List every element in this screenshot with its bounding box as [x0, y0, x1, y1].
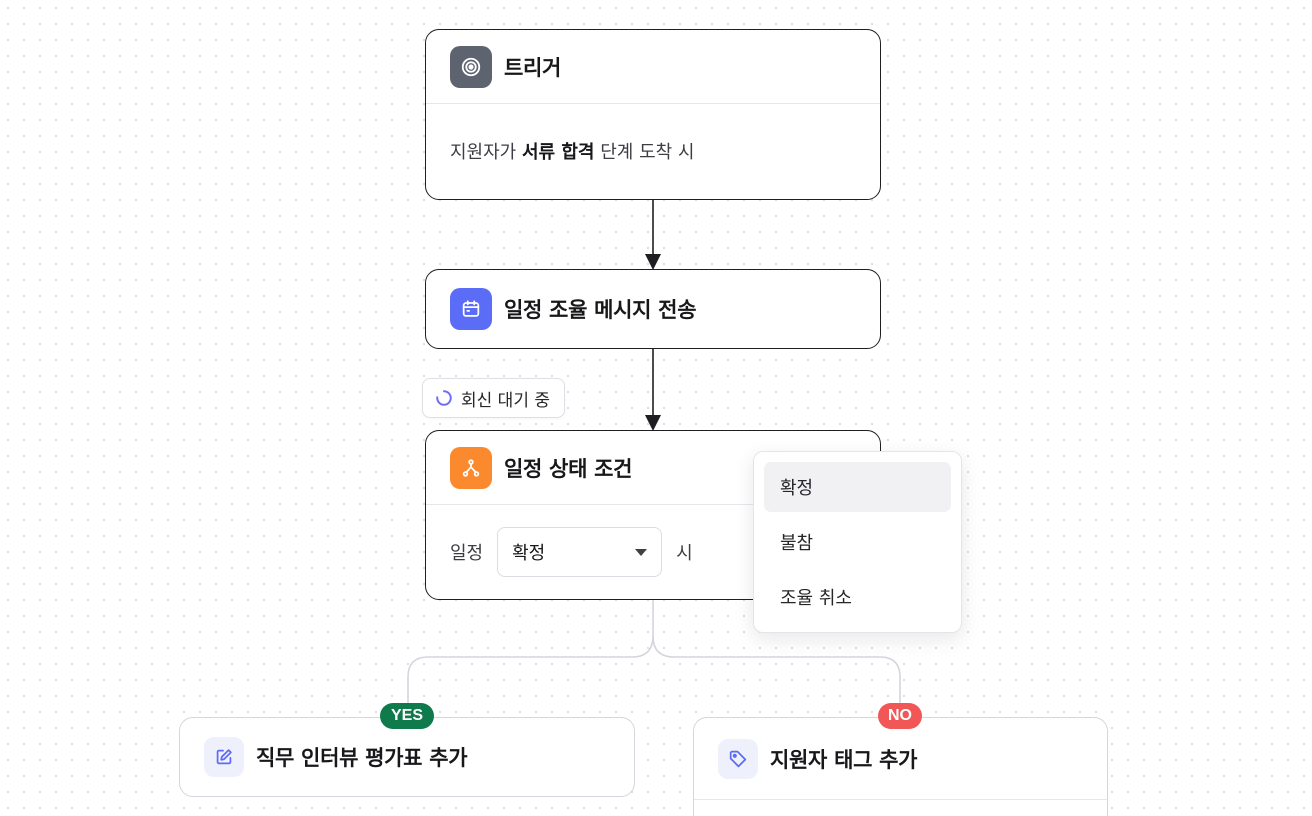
no-branch-title: 지원자 태그 추가 — [770, 747, 918, 772]
trigger-card[interactable]: 트리거 지원자가 서류 합격 단계 도착 시 — [425, 29, 881, 200]
dropdown-option-confirmed[interactable]: 확정 — [764, 462, 951, 512]
status-select-value: 확정 — [512, 543, 546, 564]
trigger-description: 지원자가 서류 합격 단계 도착 시 — [426, 104, 880, 198]
dropdown-option-cancelled[interactable]: 조율 취소 — [780, 588, 852, 609]
calendar-icon — [450, 287, 492, 330]
status-dropdown-menu: 확정 불참 조율 취소 — [753, 451, 962, 633]
condition-card-header: 일정 상태 조건 — [426, 431, 880, 505]
send-message-card[interactable]: 일정 조율 메시지 전송 — [425, 269, 881, 349]
edit-icon — [204, 736, 244, 777]
status-chip: 회신 대기 중 — [422, 378, 566, 418]
tag-icon — [718, 738, 758, 779]
condition-body: 일정 확정 시 — [426, 505, 880, 599]
status-chip-label: 회신 대기 중 — [461, 390, 551, 411]
trigger-title: 트리거 — [504, 55, 562, 80]
branch-icon — [450, 446, 492, 489]
trigger-desc-prefix: 지원자가 — [450, 142, 517, 163]
condition-title: 일정 상태 조건 — [504, 456, 633, 481]
trigger-desc-stage: 서류 합격 — [521, 142, 595, 163]
spinner-icon — [436, 390, 452, 406]
condition-field-label: 일정 — [450, 543, 484, 564]
target-icon — [450, 45, 492, 88]
yes-branch-header: 직무 인터뷰 평가표 추가 — [180, 718, 634, 795]
chevron-down-icon — [635, 548, 648, 556]
send-message-header: 일정 조율 메시지 전송 — [426, 270, 880, 347]
connector-branch-no — [652, 635, 901, 716]
trigger-desc-suffix: 단계 도착 시 — [600, 142, 695, 163]
yes-branch-card[interactable]: 직무 인터뷰 평가표 추가 — [179, 717, 635, 797]
no-badge: NO — [878, 703, 922, 729]
no-branch-card[interactable]: 지원자 태그 추가 — [693, 717, 1108, 816]
no-branch-header: 지원자 태그 추가 — [694, 718, 1107, 800]
condition-suffix: 시 — [676, 543, 693, 564]
dropdown-option-absent[interactable]: 불참 — [780, 533, 814, 554]
status-select[interactable]: 확정 — [497, 527, 663, 577]
yes-branch-title: 직무 인터뷰 평가표 추가 — [256, 745, 468, 770]
connector-branch-yes — [407, 600, 654, 716]
yes-badge: YES — [380, 703, 434, 729]
trigger-card-header: 트리거 — [426, 30, 880, 104]
send-message-title: 일정 조율 메시지 전송 — [504, 297, 697, 322]
